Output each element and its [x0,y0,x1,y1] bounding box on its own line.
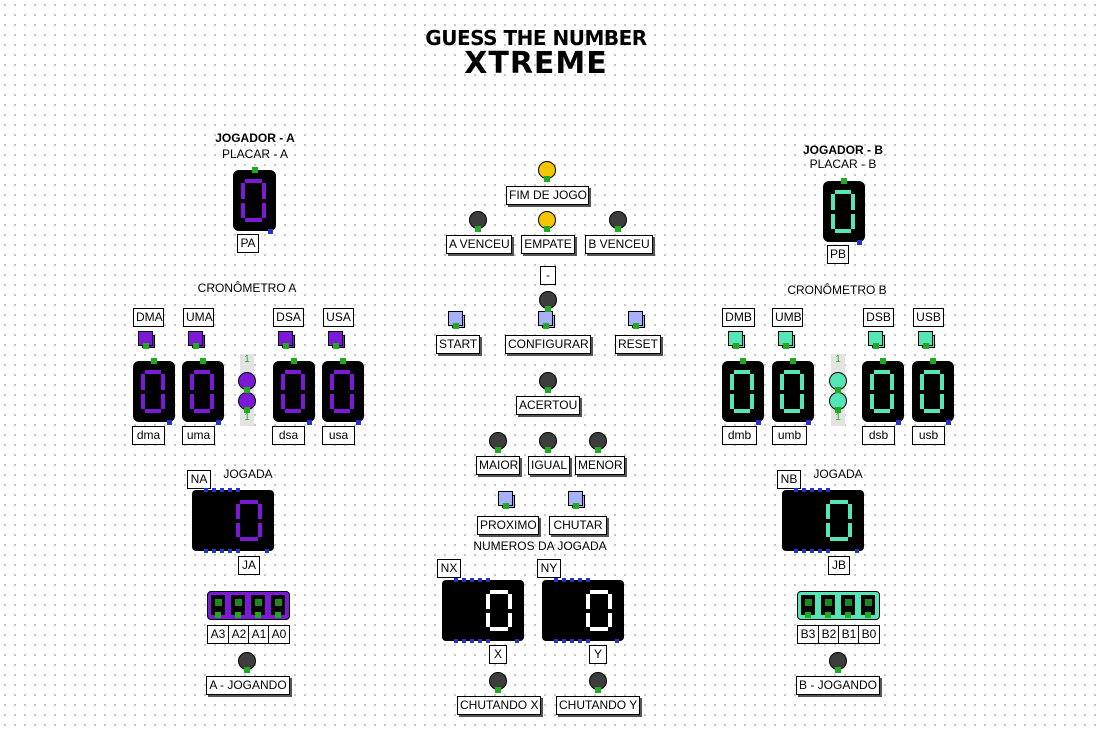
tag-dsa-out: dsa [272,426,305,445]
tag-usa-out: usa [322,426,355,445]
label-a-playing: A - JOGANDO [206,676,290,695]
label-guessing-x: CHUTANDO X [457,696,541,715]
player-b-title: JOGADOR - B [802,143,883,157]
tag-pa: PA [237,234,259,253]
tag-usb-out: usb [912,426,945,445]
label-equal: IGUAL [528,456,570,475]
tag-a1: A1 [248,625,270,644]
title-line-1: GUESS THE NUMBER [425,26,647,50]
tag-nb: NB [777,470,801,489]
timer-b-digit-dmb [722,361,764,422]
tag-ny: NY [537,559,561,578]
label-b-won: B VENCEU [585,235,653,254]
tag-a0: A0 [268,625,290,644]
label-guessing-y: CHUTANDO Y [556,696,640,715]
dip-switch-b1[interactable] [841,595,855,615]
timer-a-colon-top-value: 1 [244,354,250,365]
label-greater: MAIOR [476,456,520,475]
number-x-register [442,580,524,641]
label-less: MENOR [575,456,625,475]
timer-b-digit-usb [912,361,954,422]
tag-dsb-out: dsb [862,426,895,445]
tag-a2: A2 [228,625,250,644]
number-y-register [542,580,624,641]
tag-dma: DMA [133,308,164,327]
tag-umb-out: umb [772,426,807,445]
title-line-2: XTREME [464,46,608,81]
player-a-score-label: PLACAR - A [221,147,289,161]
label-b-playing: B - JOGANDO [796,676,880,695]
tag-umb: UMB [772,308,803,327]
score-display-a [233,170,276,231]
tag-b2: B2 [818,625,840,644]
label-a-won: A VENCEU [446,235,512,254]
label-game-over: FIM DE JOGO [506,186,589,205]
tag-ja: JA [238,556,260,575]
label-guess: CHUTAR [549,516,607,535]
tag-uma: UMA [183,308,214,327]
tag-a3: A3 [207,625,229,644]
timer-a-digit-uma [182,361,224,422]
tag-dmb-out: dmb [722,426,757,445]
tag-dmb: DMB [722,308,755,327]
timer-a-digit-usa [322,361,364,422]
score-display-b [823,181,865,242]
tag-dma-out: dma [132,426,165,445]
tag-b3: B3 [797,625,819,644]
timer-a-title: CRONÔMETRO A [197,281,297,295]
move-b-title: JOGADA [813,467,863,481]
tag-nx: NX [437,559,461,578]
timer-b-colon-top-value: 1 [835,354,841,365]
timer-a-digit-dsa [273,361,315,422]
tag-pb: PB [827,245,849,264]
tag-dsb: DSB [863,308,894,327]
label-next: PROXIMO [477,516,539,535]
tag-usa: USA [323,308,354,327]
tag-x: X [489,645,507,664]
move-a-register [192,490,274,551]
timer-b-colon-bottom-value: 1 [835,412,841,423]
timer-b-title: CRONÔMETRO B [787,283,887,297]
tag-b0: B0 [858,625,880,644]
player-a-title: JOGADOR - A [215,131,295,145]
tag-uma-out: uma [182,426,215,445]
timer-b-digit-dsb [862,361,904,422]
label-reset: RESET [615,335,661,354]
label-draw: EMPATE [521,235,575,254]
label-configure: CONFIGURAR [505,335,591,354]
move-b-register [782,490,864,551]
numbers-title: NUMEROS DA JOGADA [473,539,607,553]
tag-jb: JB [828,556,850,575]
timer-a-digit-dma [133,361,175,422]
label-hit: ACERTOU [516,396,580,415]
tag-dsa: DSA [273,308,304,327]
tag-usb: USB [913,308,944,327]
tag-y: Y [589,645,607,664]
timer-b-digit-umb [772,361,814,422]
tag-dash: - [540,266,556,285]
timer-a-colon-bottom-value: 1 [244,412,250,423]
label-start: START [436,335,480,354]
tag-na: NA [187,470,211,489]
player-b-score-label: PLACAR - B [809,157,877,171]
tag-b1: B1 [838,625,860,644]
move-a-title: JOGADA [223,467,273,481]
dip-switch-a3[interactable] [211,595,225,615]
